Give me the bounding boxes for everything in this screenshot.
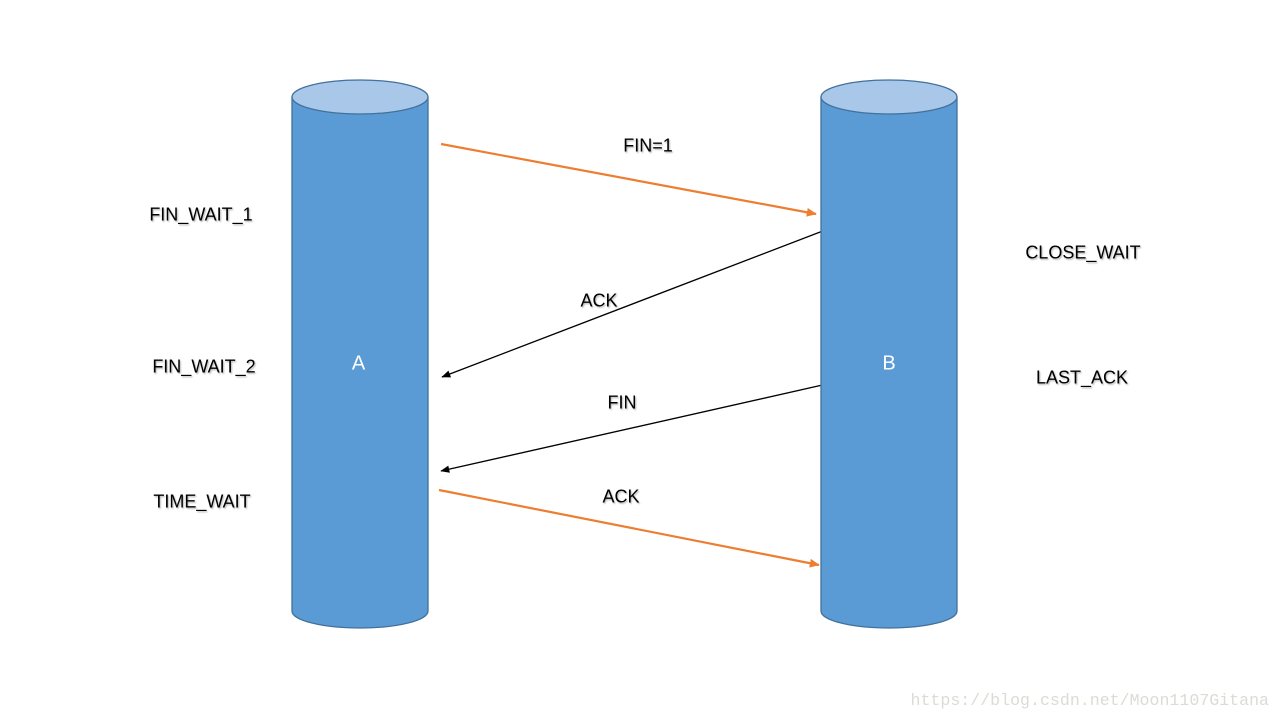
svg-text:FIN=1: FIN=1 — [623, 136, 673, 156]
svg-text:B: B — [882, 353, 895, 375]
svg-text:https://blog.csdn.net/Moon1107: https://blog.csdn.net/Moon1107Gitana — [911, 691, 1270, 710]
svg-text:ACK: ACK — [602, 487, 639, 507]
svg-text:FIN_WAIT_2: FIN_WAIT_2 — [152, 357, 255, 378]
svg-text:A: A — [352, 353, 366, 375]
svg-text:CLOSE_WAIT: CLOSE_WAIT — [1025, 243, 1140, 264]
svg-text:TIME_WAIT: TIME_WAIT — [153, 492, 250, 513]
svg-text:FIN_WAIT_1: FIN_WAIT_1 — [149, 205, 252, 226]
svg-text:ACK: ACK — [580, 291, 617, 311]
svg-text:FIN: FIN — [608, 393, 637, 413]
svg-text:LAST_ACK: LAST_ACK — [1036, 368, 1128, 389]
